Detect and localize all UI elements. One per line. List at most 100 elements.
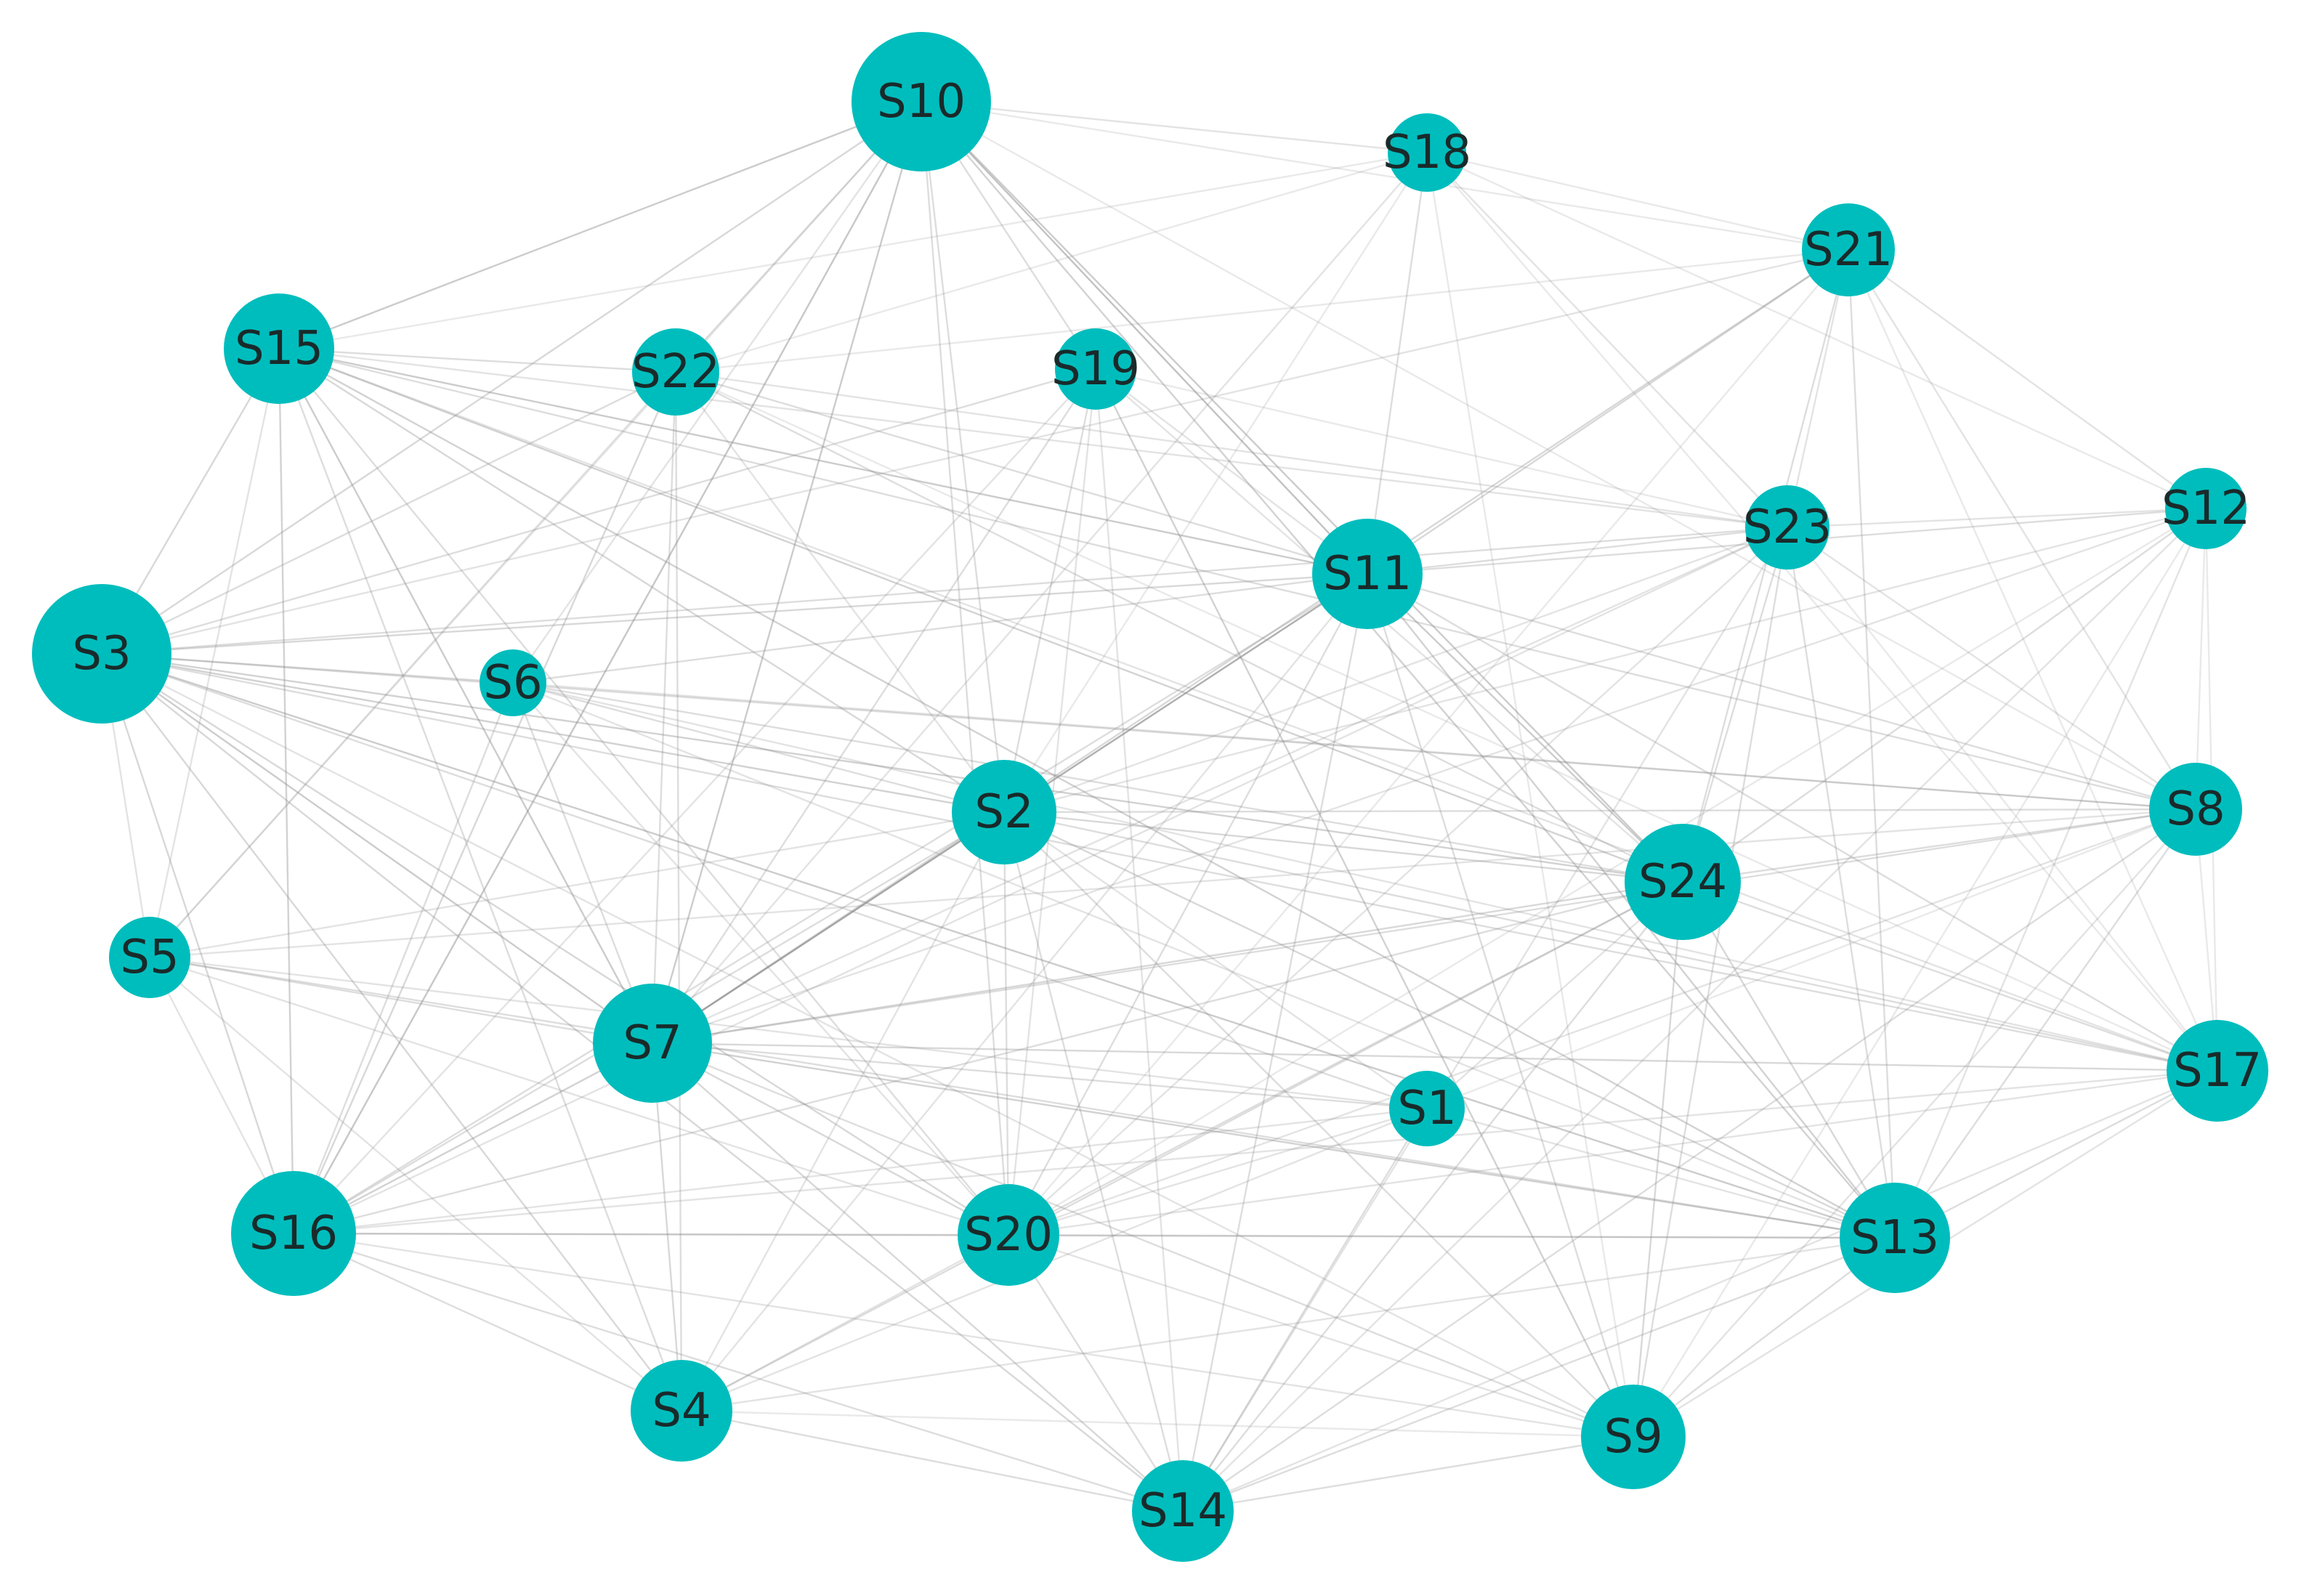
edge-S6-S8 bbox=[512, 681, 2196, 811]
edge-S11-S17 bbox=[1367, 572, 2218, 1072]
node-label: S14 bbox=[1139, 1484, 1227, 1538]
node-circle bbox=[1312, 519, 1423, 629]
edge-S10-S15 bbox=[278, 100, 922, 350]
edge-S11-S6 bbox=[512, 572, 1368, 684]
edge-S2-S9 bbox=[1003, 811, 1634, 1438]
edge-S16-S20 bbox=[293, 1232, 1009, 1236]
node-label: S10 bbox=[877, 75, 966, 129]
edge-S10-S21 bbox=[921, 100, 1849, 251]
edge-S15-S23 bbox=[278, 347, 1788, 529]
edge-S10-S3 bbox=[101, 101, 922, 655]
edge-S4-S14 bbox=[681, 1409, 1184, 1512]
edge-S12-S9 bbox=[1632, 508, 2207, 1438]
node-circle bbox=[1055, 328, 1136, 410]
node-label: S19 bbox=[1051, 342, 1140, 396]
edge-S1-S20 bbox=[1008, 1107, 1428, 1236]
edge-S2-S13 bbox=[1003, 811, 1896, 1239]
node-s8: S8 bbox=[2149, 763, 2242, 856]
edge-S21-S11 bbox=[1367, 249, 1849, 575]
edge-S19-S14 bbox=[1094, 368, 1184, 1512]
node-s11: S11 bbox=[1312, 519, 1423, 629]
edge-S8-S20 bbox=[1008, 808, 2196, 1236]
edge-S19-S3 bbox=[101, 368, 1096, 655]
node-s19: S19 bbox=[1051, 328, 1140, 410]
node-circle bbox=[593, 984, 712, 1103]
node-s9: S9 bbox=[1581, 1385, 1686, 1489]
edge-S15-S17 bbox=[278, 347, 2218, 1072]
edge-S18-S7 bbox=[652, 152, 1428, 1044]
node-circle bbox=[2167, 1020, 2268, 1122]
edge-S2-S17 bbox=[1003, 811, 2218, 1072]
node-label: S13 bbox=[1851, 1211, 1939, 1265]
edge-S15-S8 bbox=[278, 347, 2196, 811]
edge-S23-S20 bbox=[1008, 527, 1788, 1236]
edge-S10-S20 bbox=[920, 101, 1010, 1236]
edge-S8-S9 bbox=[1633, 809, 2196, 1438]
edge-S3-S8 bbox=[101, 652, 2196, 811]
edge-S5-S1 bbox=[149, 956, 1428, 1110]
edge-S21-S22 bbox=[675, 248, 1849, 373]
edge-S6-S20 bbox=[512, 682, 1009, 1236]
node-circle bbox=[952, 760, 1056, 864]
node-circle bbox=[224, 293, 334, 404]
edge-S17-S20 bbox=[1008, 1069, 2218, 1236]
node-label: S12 bbox=[2162, 482, 2250, 535]
edge-S3-S20 bbox=[101, 652, 1009, 1236]
edge-S23-S16 bbox=[293, 526, 1788, 1235]
edge-S5-S7 bbox=[149, 956, 653, 1045]
edge-S11-S9 bbox=[1366, 573, 1635, 1438]
edge-S11-S8 bbox=[1367, 572, 2196, 811]
edge-S22-S11 bbox=[675, 370, 1368, 575]
edge-S15-S20 bbox=[278, 348, 1009, 1236]
edge-S12-S23 bbox=[1787, 507, 2207, 529]
node-label: S16 bbox=[249, 1207, 338, 1260]
edge-S16-S13 bbox=[293, 1232, 1896, 1239]
node-s13: S13 bbox=[1840, 1183, 1950, 1293]
edge-S22-S4 bbox=[674, 371, 683, 1411]
node-label: S1 bbox=[1397, 1082, 1456, 1135]
node-circle bbox=[480, 649, 546, 716]
edge-S10-S5 bbox=[149, 101, 922, 958]
node-circle bbox=[2165, 468, 2247, 549]
edge-S3-S16 bbox=[100, 653, 295, 1234]
edge-S10-S16 bbox=[292, 101, 923, 1234]
node-circle bbox=[1389, 1071, 1465, 1146]
edge-S24-S16 bbox=[293, 880, 1683, 1235]
edge-S8-S7 bbox=[652, 808, 2196, 1045]
edge-S23-S8 bbox=[1787, 527, 2196, 810]
edge-S24-S9 bbox=[1632, 881, 1684, 1438]
node-s10: S10 bbox=[852, 32, 991, 171]
edge-S10-S2 bbox=[920, 101, 1006, 813]
edge-S7-S16 bbox=[293, 1042, 653, 1235]
edge-S19-S24 bbox=[1095, 368, 1683, 883]
edge-S24-S14 bbox=[1182, 881, 1683, 1512]
node-s22: S22 bbox=[631, 328, 720, 416]
edge-S11-S3 bbox=[101, 572, 1368, 655]
edge-S3-S1 bbox=[101, 652, 1428, 1110]
edge-S16-S4 bbox=[293, 1232, 682, 1412]
edge-S3-S7 bbox=[101, 653, 653, 1044]
edge-S24-S7 bbox=[652, 880, 1683, 1045]
node-circle bbox=[631, 1360, 732, 1462]
edge-S19-S16 bbox=[293, 368, 1096, 1234]
edge-S8-S13 bbox=[1894, 809, 2196, 1239]
edge-S12-S14 bbox=[1182, 508, 2207, 1512]
edge-S2-S24 bbox=[1003, 811, 1683, 883]
node-label: S15 bbox=[235, 322, 323, 376]
edge-S18-S17 bbox=[1426, 152, 2218, 1072]
edge-S6-S13 bbox=[512, 681, 1896, 1239]
edge-S18-S21 bbox=[1426, 151, 1849, 251]
edge-S21-S13 bbox=[1847, 249, 1896, 1239]
edge-S15-S7 bbox=[278, 348, 654, 1044]
edge-S15-S4 bbox=[278, 348, 683, 1411]
edge-S23-S24 bbox=[1681, 527, 1789, 883]
node-circle bbox=[958, 1184, 1059, 1286]
node-circle bbox=[1840, 1183, 1950, 1293]
edge-S11-S4 bbox=[681, 573, 1368, 1411]
edge-S4-S9 bbox=[681, 1409, 1634, 1438]
node-circle bbox=[32, 584, 171, 724]
edge-S10-S24 bbox=[921, 101, 1683, 883]
node-s20: S20 bbox=[958, 1184, 1059, 1286]
edge-S8-S14 bbox=[1182, 809, 2196, 1512]
edge-S15-S11 bbox=[278, 347, 1368, 575]
